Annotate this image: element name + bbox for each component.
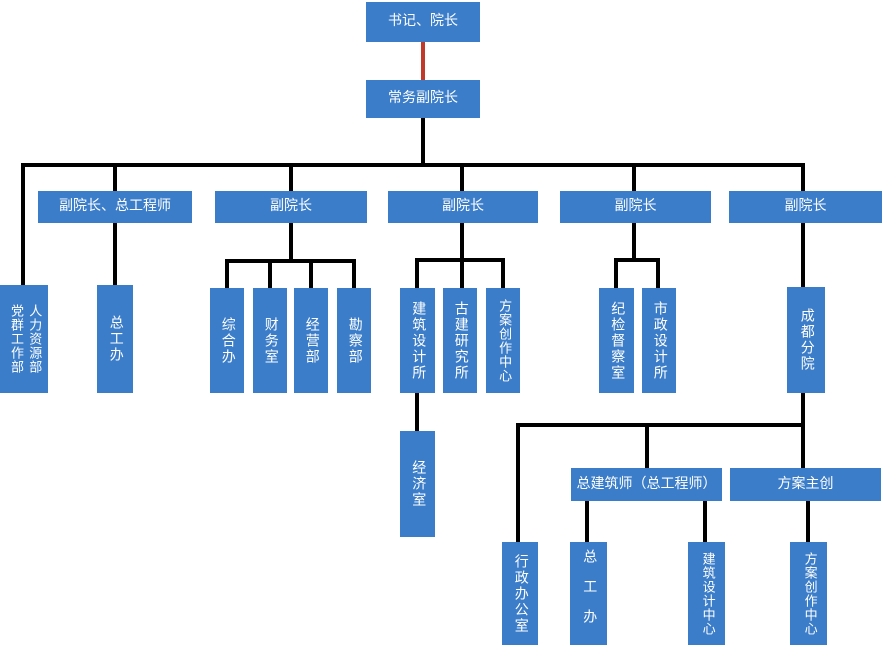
connector-chengdu-rail — [516, 423, 805, 427]
connector-drop-chief-architect — [645, 423, 649, 468]
node-executive-vice-president: 常务副院长 — [366, 80, 480, 118]
node-secretary-president: 书记、院长 — [366, 2, 480, 42]
node-chief-architect: 总建筑师（总工程师） — [571, 468, 722, 501]
node-ancient-building-research-institute: 古建研究所 — [443, 288, 477, 393]
node-vp2: 副院长 — [388, 191, 538, 223]
node-vp1: 副院长 — [215, 191, 367, 223]
node-chief-engineer-office: 总工办 — [97, 285, 133, 393]
connector-vp2-drop2 — [460, 258, 464, 288]
connector-vp1-rail — [225, 259, 356, 263]
connector-vp3-drop2 — [656, 258, 660, 288]
connector-drop-vp2 — [460, 163, 464, 192]
connector-main-rail — [21, 163, 805, 167]
connector-chengdu-trunk — [801, 393, 805, 427]
node-scheme-creation-center: 方案创作中心 — [486, 288, 520, 393]
node-finance-office: 财务室 — [253, 288, 287, 393]
connector-drop-vp3 — [632, 163, 636, 192]
connector-vp1-drop3 — [309, 259, 313, 288]
connector-drop-party-hr — [21, 163, 25, 285]
connector-drop-scheme-creation-center-2 — [806, 501, 810, 542]
connector-economy-office — [415, 393, 419, 431]
node-chief-engineer-office-2: 总工办 — [570, 542, 607, 645]
node-chengdu-branch: 成都分院 — [787, 287, 825, 393]
node-vp-chief-engineer: 副院长、总工程师 — [38, 191, 192, 223]
connector-drop-arch-design-center — [703, 501, 707, 542]
connector-drop-vp4 — [801, 163, 805, 192]
connector-drop-admin-office — [516, 423, 520, 542]
connector-drop-vp1 — [289, 163, 293, 192]
connector-exec-trunk — [421, 118, 425, 165]
node-discipline-inspection-office: 纪检督察室 — [599, 288, 634, 393]
connector-drop-vp-chief-engineer — [113, 163, 117, 192]
node-scheme-creation-center-2: 方案创作中心 — [790, 542, 827, 645]
node-architectural-design-center: 建筑设计中心 — [688, 542, 725, 645]
connector-vp2-stem — [460, 223, 464, 262]
connector-vp3-drop1 — [614, 258, 618, 288]
connector-vp1-stem — [289, 223, 293, 263]
node-vp3: 副院长 — [560, 191, 711, 223]
node-vp4: 副院长 — [729, 191, 882, 223]
connector-vp1-drop1 — [225, 259, 229, 288]
connector-vp2-drop3 — [501, 258, 505, 288]
node-general-office: 综合办 — [210, 288, 244, 393]
node-party-hr-depts: 党群工作部 人力资源部 — [0, 285, 48, 393]
hr-dept-label: 人力资源部 — [26, 304, 42, 374]
connector-vp1-drop2 — [268, 259, 272, 288]
node-survey-dept: 勘察部 — [337, 288, 371, 393]
node-business-dept: 经营部 — [294, 288, 328, 393]
connector-chengdu-stem — [801, 223, 805, 287]
connector-root-exec-highlight — [421, 42, 425, 80]
connector-chief-eng-office — [113, 223, 117, 288]
connector-drop-chief-eng-office-2 — [585, 501, 589, 542]
connector-vp3-rail — [614, 258, 660, 262]
node-scheme-lead: 方案主创 — [730, 468, 881, 501]
party-mass-dept-label: 党群工作部 — [8, 304, 23, 374]
node-admin-office: 行政办公室 — [502, 542, 538, 645]
node-architectural-design-institute: 建筑设计所 — [400, 288, 435, 393]
connector-vp2-drop1 — [415, 258, 419, 288]
node-municipal-design-institute: 市政设计所 — [642, 288, 676, 393]
connector-vp3-stem — [632, 223, 636, 262]
connector-drop-scheme-lead — [801, 423, 805, 468]
connector-vp1-drop4 — [352, 259, 356, 288]
node-economy-office: 经济室 — [400, 431, 435, 537]
